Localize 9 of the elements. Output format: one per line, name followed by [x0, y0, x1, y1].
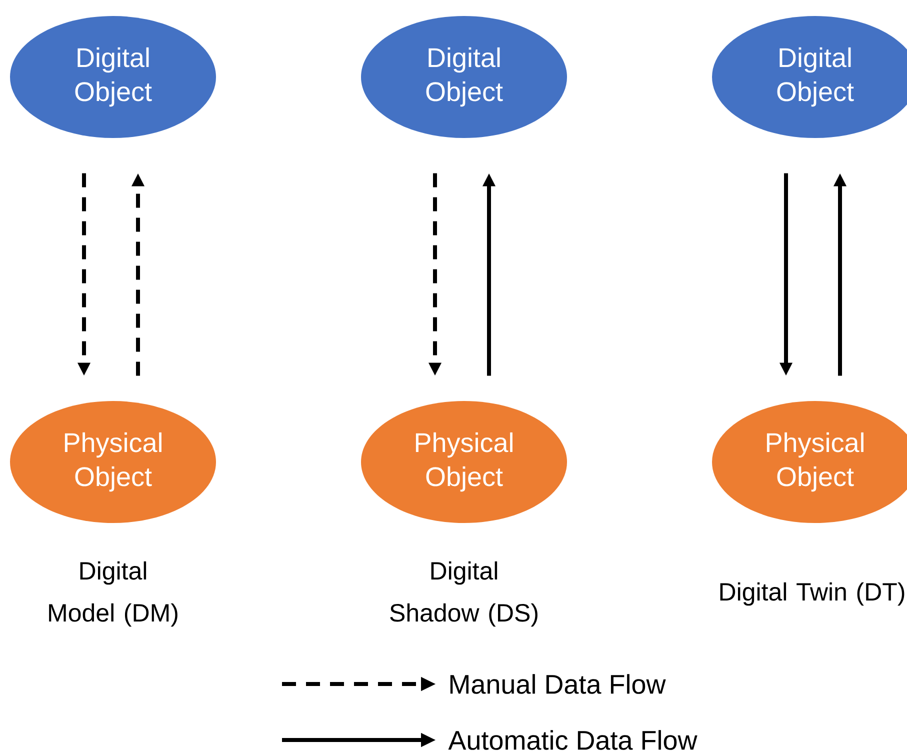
ellipse-node: Physical Object — [10, 401, 216, 523]
legend-text: Automatic Data Flow — [448, 730, 698, 750]
node-label: Digital Twin (DT) — [720, 582, 904, 606]
node-label: Digital Shadow (DS) — [390, 561, 538, 627]
legend-text: Manual Data Flow — [450, 674, 666, 694]
node-label: Digital Model (DM) — [49, 561, 178, 627]
ellipse-node: Physical Object — [361, 401, 567, 523]
ellipse-node: Digital Object — [10, 16, 216, 138]
ellipse-node: Digital Object — [361, 16, 567, 138]
